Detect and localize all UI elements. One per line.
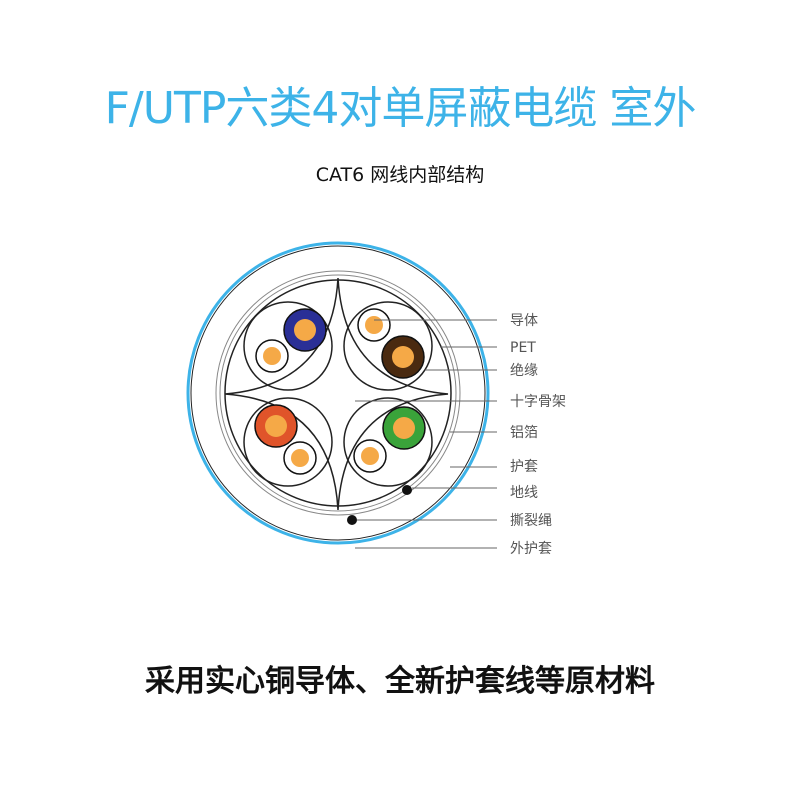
label-cross-separator: 十字骨架 — [510, 394, 566, 410]
drain-wire — [402, 485, 412, 495]
footer-caption: 采用实心铜导体、全新护套线等原材料 — [145, 664, 655, 699]
label-aluminum-foil: 铝箔 — [510, 425, 538, 441]
conductor — [393, 417, 415, 439]
conductor — [392, 346, 414, 368]
pair-brown-boundary — [343, 301, 433, 391]
page-title: F/UTP六类4对单屏蔽电缆 室外 — [104, 83, 697, 134]
conductor — [361, 447, 379, 465]
label-drain-wire: 地线 — [510, 485, 538, 501]
pair-orange-boundary — [243, 397, 333, 487]
label-insulation: 绝缘 — [510, 363, 538, 379]
pair-green-boundary — [343, 397, 433, 487]
label-pet: PET — [510, 340, 536, 356]
conductor — [294, 319, 316, 341]
outer-jacket-inner-edge — [190, 245, 486, 541]
pet-layer — [219, 274, 457, 512]
label-inner-jacket: 护套 — [510, 459, 538, 475]
conductor — [263, 347, 281, 365]
rip-cord — [347, 515, 357, 525]
conductor — [365, 316, 383, 334]
conductor — [291, 449, 309, 467]
label-rip-cord: 撕裂绳 — [510, 513, 552, 529]
label-outer-jacket: 外护套 — [510, 541, 552, 557]
aluminum-foil — [215, 270, 461, 516]
diagram-subtitle: CAT6 网线内部结构 — [315, 164, 485, 186]
outer-jacket — [186, 241, 490, 545]
label-conductor: 导体 — [510, 313, 538, 329]
pair-blue-boundary — [243, 301, 333, 391]
cross-separator — [224, 277, 449, 511]
conductor — [265, 415, 287, 437]
